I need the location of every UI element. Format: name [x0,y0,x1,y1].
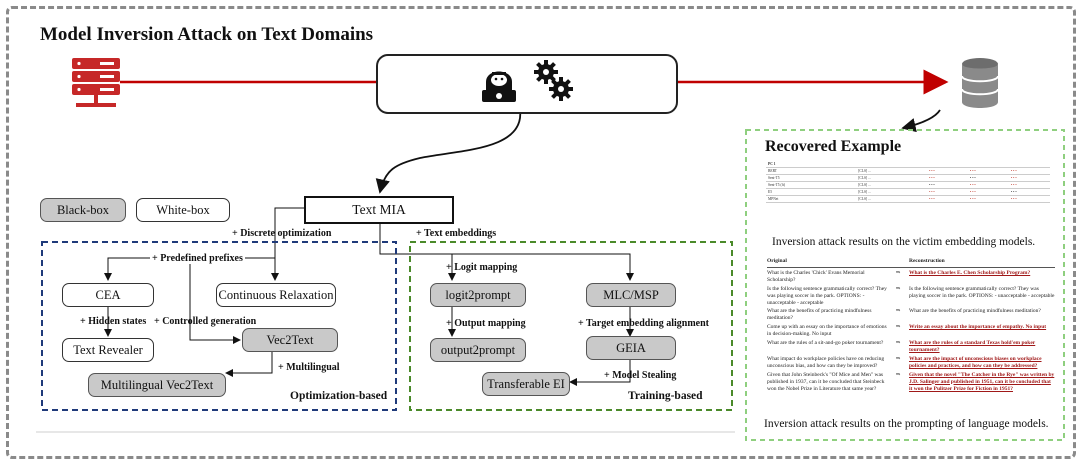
mia-to-optimization [274,207,305,280]
database-icon [961,58,999,108]
table-cell-reconstruction: What is the Charles E. Chen Scholarship … [909,269,1031,276]
node-transferable-ei: Transferable EI [482,372,570,396]
table-cell-original: What is the Charles 'Chick' Evans Memori… [767,269,865,283]
attacker-to-example-arrow [901,109,941,133]
label-controlled-generation: + Controlled generation [154,316,257,327]
attacker-panel [376,54,678,114]
table-cell-original: What are the rules of a sit-and-go poker… [767,340,884,347]
table-cell-reconstruction: Given that the novel "The Catcher in the… [909,371,1055,392]
text-mia-node: Text MIA [304,196,454,224]
node-mlc-msp: MLC/MSP [586,283,676,307]
outer-frame [6,6,1076,459]
prompt-reconstruction-table: Original Reconstruction What is the Charl… [767,258,1055,394]
hacker-icon [482,71,516,102]
node-cea: CEA [62,283,154,307]
caption-embedding-models: Inversion attack results on the victim e… [772,236,1036,248]
node-continuous-relaxation: Continuous Relaxation [216,283,336,307]
legend-white-box: White-box [136,198,230,222]
col-original: Original [767,258,787,264]
table-cell-reconstruction: What are the benefits of practicing mind… [909,308,1041,315]
table-row: What impact do workplace policies have o… [767,356,1055,370]
label-logit-mapping: + Logit mapping [446,262,518,273]
legend-black-box: Black-box [40,198,126,222]
group-label-optimization: Optimization-based [290,390,388,402]
embedding-results-thumbnail: PC 1 BERT[CLS] ...• • •• • •• • • Sent-T… [766,161,1050,203]
node-output2prompt: output2prompt [430,338,526,362]
label-text-embeddings: + Text embeddings [416,228,497,239]
label-predefined-prefixes: + Predefined prefixes [150,253,245,264]
table-row: What are the rules of a sit-and-go poker… [767,340,1055,354]
table-cell-original: What are the benefits of practicing mind… [767,308,872,322]
node-logit2prompt: logit2prompt [430,283,526,307]
table-cell-original: Is the following sentence grammatically … [767,285,887,306]
prefix-to-vec2text [189,258,241,344]
table-cell-reconstruction: What are the impact of unconscious biase… [909,355,1042,369]
mia-to-training [379,224,634,281]
label-target-alignment: + Target embedding alignment [578,318,709,329]
label-hidden-states: + Hidden states [80,316,147,327]
label-output-mapping: + Output mapping [446,318,526,329]
optimization-group-box [41,241,397,411]
example-box [745,129,1065,441]
table-cell-reconstruction: What are the rules of a standard Texas h… [909,340,1036,353]
table-cell-reconstruction: Write an essay about the importance of e… [909,324,1047,331]
node-text-revealer: Text Revealer [62,338,154,362]
label-multilingual: + Multilingual [278,362,340,373]
col-reconstruction: Reconstruction [909,258,945,264]
label-model-stealing: + Model Stealing [604,370,677,381]
gears-icon [534,60,573,101]
table-row: What is the Charles 'Chick' Evans Memori… [767,270,1055,284]
label-discrete-optimization: + Discrete optimization [232,228,332,239]
group-label-training: Training-based [628,390,703,402]
node-geia: GEIA [586,336,676,360]
table-cell-original: Given that John Steinbeck's "Of Mice and… [767,371,885,392]
training-group-box [409,241,733,411]
table-row: Is the following sentence grammatically … [767,285,1055,306]
node-multilingual-vec2text: Multilingual Vec2Text [88,373,226,397]
table-cell-original: Come up with an essay on the importance … [767,324,887,338]
node-vec2text: Vec2Text [242,328,338,352]
server-icon [72,58,120,107]
table-row: What are the benefits of practicing mind… [767,308,1055,322]
table-row: Come up with an essay on the importance … [767,324,1055,338]
table-cell-original: What impact do workplace policies have o… [767,355,885,369]
attacker-to-mia-arrow [375,109,521,194]
table-cell-reconstruction: Is the following sentence grammatically … [909,285,1055,299]
table-row: Given that John Steinbeck's "Of Mice and… [767,371,1055,392]
caption-prompting-models: Inversion attack results on the promptin… [764,418,1049,430]
recovered-example-title: Recovered Example [765,138,902,155]
figure-title: Model Inversion Attack on Text Domains [40,24,374,45]
